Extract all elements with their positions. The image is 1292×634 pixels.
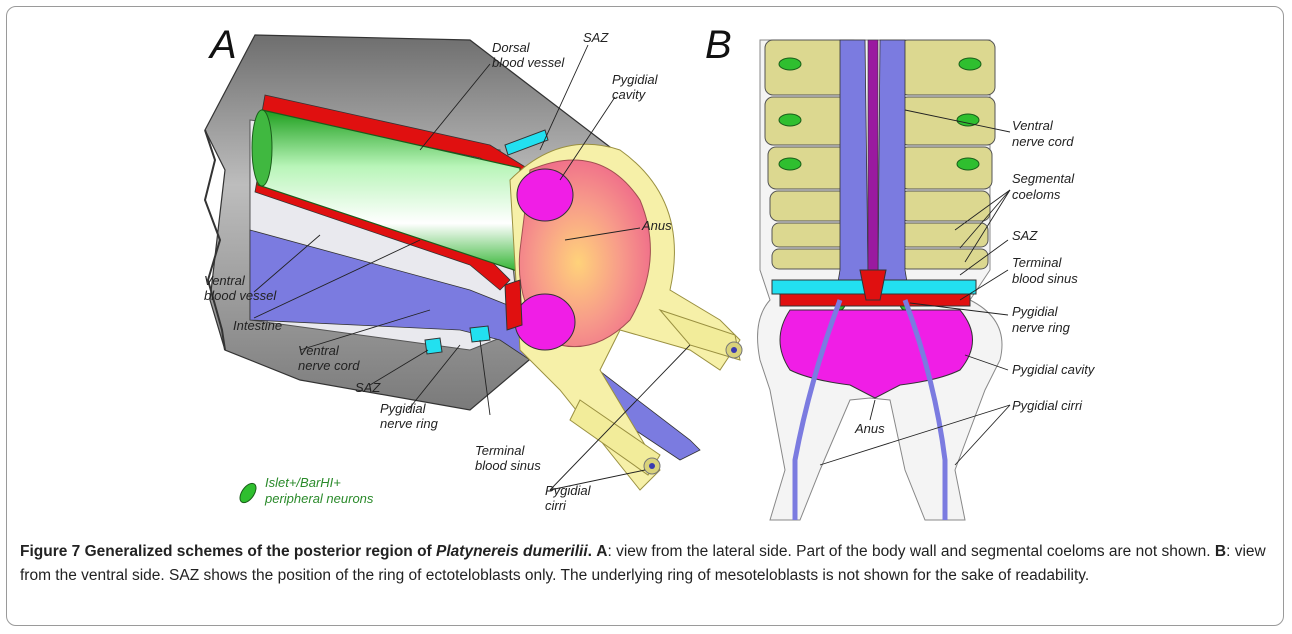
panel-b: B <box>705 23 1096 520</box>
saz-lower-2 <box>470 326 490 342</box>
label-b-segmental-2: coeloms <box>1012 187 1061 202</box>
label-anus: Anus <box>641 218 672 233</box>
ventral-blood-vessel-b <box>868 40 878 270</box>
label-b-nerve-ring-2: nerve ring <box>1012 320 1071 335</box>
label-terminal-sinus-2: blood sinus <box>475 458 541 473</box>
caption-title: Figure 7 Generalized schemes of the post… <box>20 543 436 560</box>
legend-line-1: Islet+/BarHI+ <box>265 475 341 490</box>
label-b-ventral-nerve-2: nerve cord <box>1012 134 1074 149</box>
pygidial-cavity-lower <box>515 294 575 350</box>
caption-a-key: A <box>596 543 607 560</box>
label-saz-lower: SAZ <box>355 380 381 395</box>
figure-illustration: A <box>0 0 1292 540</box>
label-nerve-ring-1: Pygidial <box>380 401 427 416</box>
label-intestine: Intestine <box>233 318 282 333</box>
label-b-terminal-sinus-1: Terminal <box>1012 255 1062 270</box>
pygidial-cavity-upper <box>517 169 573 221</box>
saz-b-right <box>880 280 976 294</box>
caption-species: Platynereis dumerilii <box>436 543 588 560</box>
figure-caption: Figure 7 Generalized schemes of the post… <box>20 540 1272 588</box>
label-nerve-ring-2: nerve ring <box>380 416 439 431</box>
label-ventral-nerve-2: nerve cord <box>298 358 360 373</box>
caption-period: . <box>588 543 592 560</box>
label-b-saz: SAZ <box>1012 228 1038 243</box>
label-b-segmental-1: Segmental <box>1012 171 1075 186</box>
label-pygidial-cavity-2: cavity <box>612 87 647 102</box>
ventral-nerve-cord-right <box>878 40 910 300</box>
label-b-cirri: Pygidial cirri <box>1012 398 1083 413</box>
caption-a-text: : view from the lateral side. Part of th… <box>607 543 1214 560</box>
label-saz: SAZ <box>583 30 609 45</box>
label-dorsal-vessel-1: Dorsal <box>492 40 531 55</box>
label-pygidial-cavity-1: Pygidial <box>612 72 659 87</box>
label-cirri-2: cirri <box>545 498 567 513</box>
label-ventral-vessel-2: blood vessel <box>204 288 277 303</box>
label-cirri-1: Pygidial <box>545 483 592 498</box>
label-b-pygidial-cavity: Pygidial cavity <box>1012 362 1096 377</box>
label-ventral-nerve-1: Ventral <box>298 343 340 358</box>
panel-b-letter: B <box>705 23 732 67</box>
terminal-blood-sinus <box>505 280 522 330</box>
label-terminal-sinus-1: Terminal <box>475 443 525 458</box>
label-b-terminal-sinus-2: blood sinus <box>1012 271 1078 286</box>
legend-line-2: peripheral neurons <box>264 491 374 506</box>
saz-b-left <box>772 280 868 294</box>
panel-a-letter: A <box>208 23 237 67</box>
legend-neuron-icon <box>237 481 259 506</box>
label-dorsal-vessel-2: blood vessel <box>492 55 565 70</box>
caption-b-key: B <box>1215 543 1226 560</box>
label-b-ventral-nerve-1: Ventral <box>1012 118 1054 133</box>
label-ventral-vessel-1: Ventral <box>204 273 246 288</box>
label-b-anus: Anus <box>854 421 885 436</box>
saz-lower <box>425 338 442 354</box>
ventral-nerve-cord-left <box>835 40 868 300</box>
label-b-nerve-ring-1: Pygidial <box>1012 304 1059 319</box>
intestine-end <box>252 110 272 186</box>
panel-a: A <box>204 23 742 513</box>
